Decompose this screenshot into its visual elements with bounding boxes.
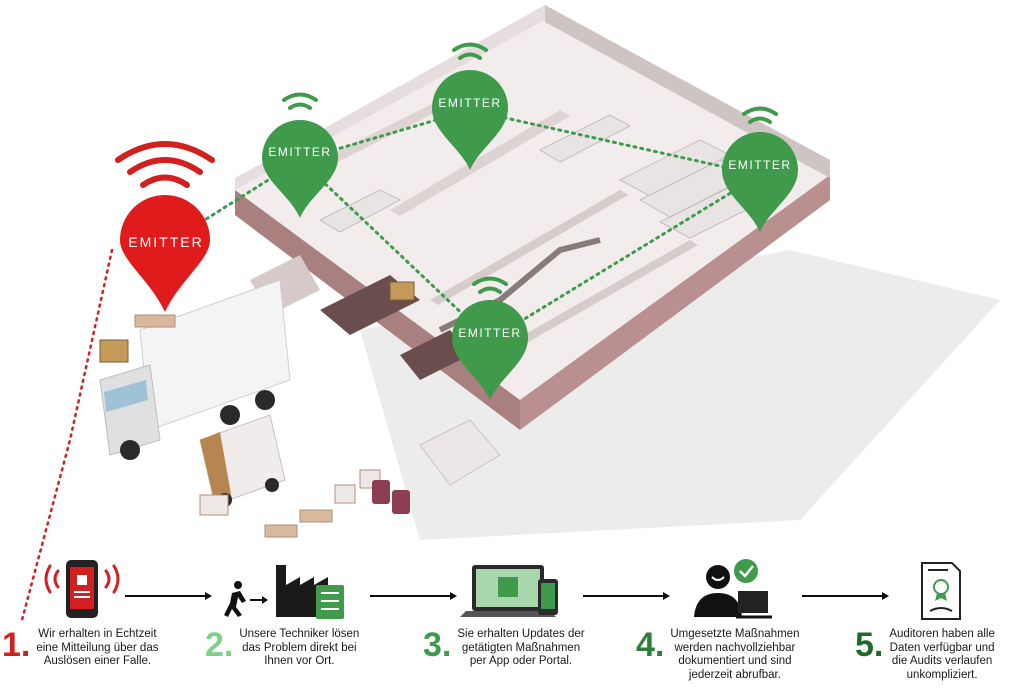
- step-number: 2.: [205, 626, 234, 664]
- step-number: 5.: [855, 626, 884, 664]
- step-text: Auditoren haben alle Daten verfügbar und…: [889, 628, 995, 681]
- emitter-label-2: EMITTER: [438, 96, 502, 110]
- emitter-pin-red: [120, 195, 210, 312]
- step-text: Umgesetzte Maßnahmen werden nachvollzieh…: [670, 628, 800, 681]
- alert-phone-icon: [44, 560, 120, 618]
- step-text: Sie erhalten Updates der getätigten Maßn…: [457, 628, 585, 667]
- step-text: Unsere Techniker lösen das Problem direk…: [239, 628, 360, 667]
- laptop-app-icon: [460, 565, 558, 617]
- emitter-label-3: EMITTER: [728, 158, 792, 172]
- emitter-pin-2: [432, 42, 508, 170]
- emitter-pin-1: [262, 92, 338, 218]
- process-icons-row: [44, 559, 961, 620]
- technician-factory-icon: [224, 565, 344, 619]
- step-4: 4. Umgesetzte Maßnahmen werden nachvollz…: [636, 628, 799, 682]
- step-text: Wir erhalten in Echtzeit eine Mitteilung…: [36, 628, 159, 667]
- certificate-icon: [921, 562, 961, 620]
- emitter-pin-4: [452, 276, 528, 400]
- emitter-label-4: EMITTER: [458, 326, 522, 340]
- auditor-check-icon: [694, 559, 772, 619]
- truck: [99, 279, 291, 460]
- emitter-label-1: EMITTER: [268, 145, 332, 159]
- emitter-pin-3: [722, 106, 798, 232]
- wifi-signal-icon: [115, 141, 215, 188]
- step-number: 4.: [636, 626, 665, 664]
- van: [199, 414, 286, 507]
- step-5: 5. Auditoren haben alle Daten verfügbar …: [855, 628, 995, 682]
- step-3: 3. Sie erhalten Updates der getätigten M…: [423, 628, 585, 669]
- emitter-label-red: EMITTER: [128, 234, 204, 250]
- step-1: 1. Wir erhalten in Echtzeit eine Mitteil…: [2, 628, 158, 669]
- step-number: 1.: [2, 626, 31, 664]
- step-2: 2. Unsere Techniker lösen das Problem di…: [205, 628, 359, 669]
- step-number: 3.: [423, 626, 452, 664]
- warehouse-floor: [235, 20, 830, 400]
